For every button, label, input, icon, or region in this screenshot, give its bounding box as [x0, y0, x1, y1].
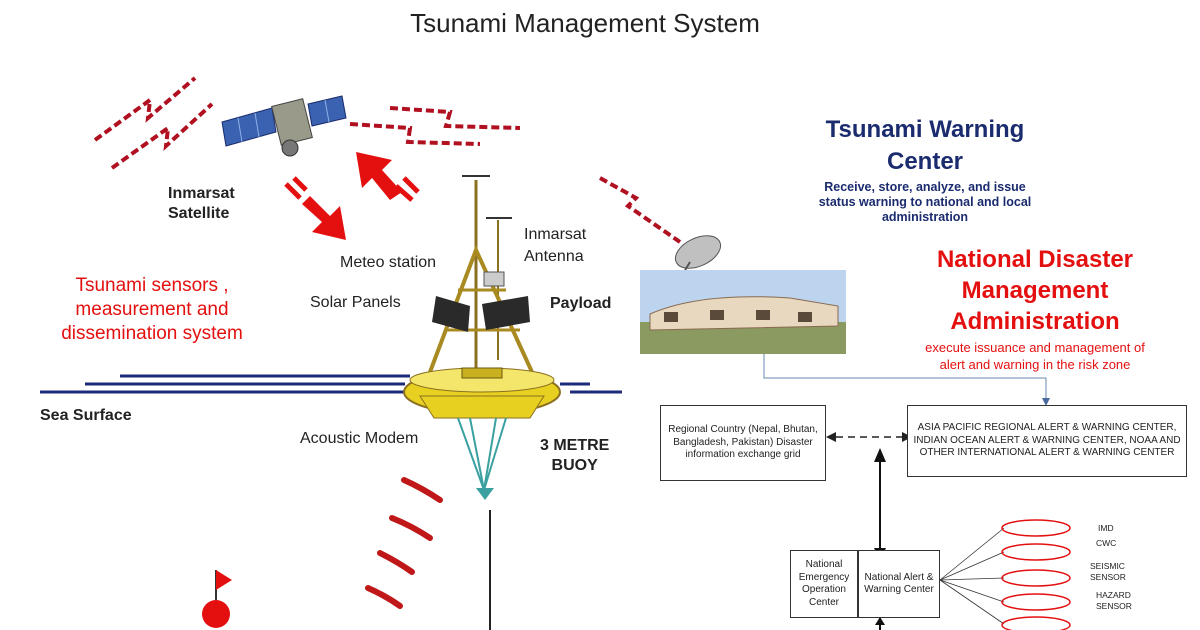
sensors-text-line3: dissemination system	[61, 323, 243, 344]
meteo-station-label: Meteo station	[340, 254, 437, 271]
page-title: Tsunami Management System	[410, 8, 760, 38]
satellite-label-line1: Inmarsat	[168, 185, 235, 202]
sea-surface-lines	[40, 374, 622, 394]
warning-center-desc: Receive, store, analyze, and issue statu…	[780, 180, 1070, 225]
acoustic-modem-label: Acoustic Modem	[300, 430, 419, 447]
satellite-dish-icon	[674, 235, 722, 273]
warning-desc-line2: status warning to national and local	[818, 195, 1032, 209]
ndma-title-line3: Administration	[950, 308, 1120, 335]
connector-building-to-asia	[763, 354, 1047, 404]
ndma-desc-line1: execute issuance and management of	[925, 340, 1145, 355]
satellite-label-line2: Satellite	[168, 205, 230, 222]
radio-wave-left	[93, 76, 214, 170]
ndma-title-line1: National Disaster	[936, 246, 1134, 273]
ndma-desc: execute issuance and management of alert…	[880, 339, 1190, 373]
sensor-label-cwc: CWC	[1096, 538, 1117, 548]
warning-center-title-line1: Tsunami Warning	[825, 116, 1025, 143]
sensors-description: Tsunami sensors , measurement and dissem…	[40, 274, 264, 346]
sensors-text-line2: measurement and	[75, 299, 229, 320]
acoustic-signal-icon	[365, 477, 443, 609]
sensor-label-hazard: HAZARD SENSOR	[1096, 590, 1132, 612]
buoy-icon	[403, 175, 561, 630]
ndma-desc-line2: alert and warning in the risk zone	[939, 357, 1131, 372]
seismic-line2: SENSOR	[1090, 572, 1126, 582]
antenna-label-line2: Antenna	[524, 248, 584, 265]
warning-desc-line3: administration	[881, 210, 969, 224]
warning-center-heading: Tsunami Warning Center Receive, store, a…	[780, 114, 1070, 225]
asia-pacific-box: ASIA PACIFIC REGIONAL ALERT & WARNING CE…	[907, 405, 1187, 477]
sensors-text-line1: Tsunami sensors ,	[75, 275, 229, 296]
float-marker-icon	[202, 570, 232, 628]
warning-center-building-image	[640, 270, 846, 354]
buoy-label-line2: BUOY	[551, 457, 598, 474]
sensor-fan-lines	[939, 527, 1005, 625]
antenna-label-line1: Inmarsat	[524, 226, 587, 243]
sensor-ovals	[1001, 519, 1071, 630]
national-emergency-operation-box: National Emergency Operation Center	[790, 550, 858, 618]
hazard-line2: SENSOR	[1096, 601, 1132, 611]
inmarsat-antenna-label: Inmarsat Antenna	[524, 224, 586, 268]
warning-center-title-line2: Center	[886, 148, 964, 175]
warning-desc-line1: Receive, store, analyze, and issue	[824, 180, 1026, 194]
regional-country-box: Regional Country (Nepal, Bhutan, Banglad…	[660, 405, 826, 481]
ndma-heading: National Disaster Management Administrat…	[880, 244, 1190, 373]
national-alert-warning-box: National Alert & Warning Center	[858, 550, 940, 618]
payload-label: Payload	[550, 295, 612, 312]
seismic-line1: SEISMIC	[1090, 561, 1125, 571]
sensor-label-seismic: SEISMIC SENSOR	[1090, 561, 1126, 583]
downlink-arrow-icon	[284, 176, 346, 240]
radio-wave-dish	[599, 176, 682, 244]
sea-surface-label: Sea Surface	[40, 407, 132, 424]
satellite-icon	[221, 95, 347, 157]
sensor-label-imd: IMD	[1098, 523, 1114, 533]
hazard-line1: HAZARD	[1096, 590, 1131, 600]
buoy-label: 3 METRE BUOY	[540, 436, 609, 476]
uplink-arrow-icon	[356, 152, 420, 202]
buoy-label-line1: 3 METRE	[540, 437, 610, 454]
solar-panels-label: Solar Panels	[310, 294, 401, 311]
radio-wave-right	[349, 106, 521, 146]
ndma-title-line2: Management	[961, 277, 1109, 304]
satellite-label: Inmarsat Satellite	[168, 184, 235, 224]
